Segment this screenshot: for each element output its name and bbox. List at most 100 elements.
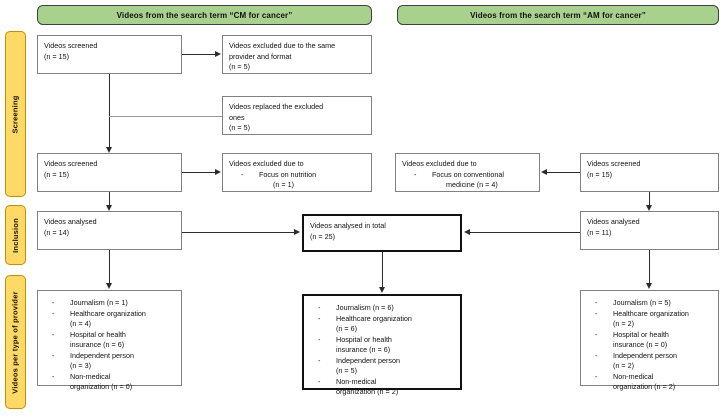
list-item: - Journalism (n = 5) <box>587 298 712 309</box>
provider-label: Non-medical <box>613 371 654 381</box>
left-excluded-nutrition-line1: Videos excluded due to <box>229 159 304 168</box>
list-item: - Journalism (n = 1) <box>44 298 175 309</box>
list-item: - Non-medical <box>587 372 712 383</box>
arrowhead-down <box>645 283 652 289</box>
connector-left-analysed-to-total <box>182 232 294 233</box>
provider-label: Journalism (n = 5) <box>613 298 671 307</box>
dash-marker: - <box>52 371 55 381</box>
dash-marker: - <box>595 308 598 318</box>
dash-marker: - <box>318 303 321 312</box>
left-replaced-line1: Videos replaced the excluded <box>229 102 324 111</box>
center-total-line2: (n = 25) <box>310 231 335 241</box>
arrowhead-down <box>378 287 385 293</box>
provider-label: Independent person <box>336 355 400 365</box>
provider-label: Healthcare organization <box>336 313 412 323</box>
connector-screened2-to-excluded-nutrition <box>182 172 215 173</box>
stage-screening-text: Screening <box>11 94 20 134</box>
connector-left-analysed-to-providers <box>109 250 110 283</box>
box-left-excluded-same-provider: Videos excluded due to the same provider… <box>222 35 372 74</box>
connector-right-analysed-to-providers <box>649 250 650 283</box>
stage-inclusion-text: Inclusion <box>11 217 20 253</box>
list-item: - Non-medical <box>44 372 175 383</box>
dash-marker: - <box>318 376 321 386</box>
provider-count: insurance (n = 6) <box>70 340 125 349</box>
left-analysed-line1: Videos analysed <box>44 217 97 226</box>
left-excluded-nutrition-item-text: Focus on nutrition <box>259 169 317 179</box>
right-screened-line1: Videos screened <box>587 159 641 168</box>
right-analysed-line1: Videos analysed <box>587 217 640 226</box>
right-analysed-line2: (n = 11) <box>587 227 612 237</box>
left-excluded-same-line1: Videos excluded due to the same <box>229 41 336 50</box>
provider-label: Journalism (n = 1) <box>70 298 128 307</box>
box-center-providers: - Journalism (n = 6) - Healthcare organi… <box>302 294 462 396</box>
left-excluded-nutrition-item: - Focus on nutrition <box>229 170 365 181</box>
left-replaced-line3: (n = 5) <box>229 123 250 132</box>
provider-count: insurance (n = 0) <box>613 340 668 349</box>
arrowhead-left <box>541 168 547 175</box>
provider-label: Hospital or health <box>613 329 669 339</box>
provider-label: Independent person <box>70 350 134 360</box>
dash-marker: - <box>318 355 321 365</box>
left-screened2-line2: (n = 15) <box>44 169 69 179</box>
dash-marker: - <box>52 298 55 307</box>
arrowhead-left <box>464 228 470 235</box>
connector-replaced-to-trunk <box>109 116 222 117</box>
banner-right-search-term: Videos from the search term “AM for canc… <box>397 5 719 25</box>
box-left-providers: - Journalism (n = 1) - Healthcare organi… <box>37 290 182 391</box>
box-left-videos-screened-1: Videos screened (n = 15) <box>37 35 182 74</box>
provider-count: organization (n = 0) <box>70 382 133 391</box>
list-item: - Independent person <box>310 356 454 367</box>
connector-screened2-to-analysed <box>109 192 110 205</box>
provider-label: Non-medical <box>70 371 111 381</box>
banner-right-label: Videos from the search term “AM for canc… <box>470 10 646 20</box>
left-screened1-line2: (n = 15) <box>44 51 69 61</box>
dash-marker: - <box>595 350 598 360</box>
dash-marker: - <box>595 371 598 381</box>
arrowhead-right <box>294 228 300 235</box>
right-screened-line2: (n = 15) <box>587 169 612 179</box>
box-right-videos-screened: Videos screened (n = 15) <box>580 153 719 192</box>
list-item: - Independent person <box>587 351 712 362</box>
arrowhead-right <box>215 50 221 57</box>
right-excluded-conv-count: medicine (n = 4) <box>446 180 498 189</box>
dash-marker: - <box>52 308 55 318</box>
dash-marker: - <box>318 313 321 323</box>
provider-count: (n = 3) <box>70 361 91 370</box>
arrowhead-down <box>105 283 112 289</box>
banner-left-search-term: Videos from the search term “CM for canc… <box>37 5 372 25</box>
box-center-total-analysed: Videos analysed in total (n = 25) <box>302 214 462 252</box>
left-screened1-line1: Videos screened <box>44 41 98 50</box>
box-left-videos-analysed: Videos analysed (n = 14) <box>37 211 182 250</box>
list-item: - Independent person <box>44 351 175 362</box>
list-item: - Hospital or health <box>44 330 175 341</box>
provider-count: organization (n = 2) <box>613 382 676 391</box>
left-excluded-same-line2: provider and format <box>229 51 292 61</box>
dash-marker: - <box>414 169 417 179</box>
connector-right-analysed-to-total <box>470 232 580 233</box>
left-replaced-line2: ones <box>229 112 245 122</box>
dash-marker: - <box>595 329 598 339</box>
stage-label-screening: Screening <box>5 31 26 197</box>
list-item: - Hospital or health <box>587 330 712 341</box>
stage-label-videos-per-provider: Videos per type of provider <box>5 275 26 409</box>
list-item: - Healthcare organization <box>310 314 454 325</box>
provider-count: (n = 5) <box>336 366 357 375</box>
connector-right-screened-to-excluded <box>547 172 580 173</box>
provider-count: (n = 6) <box>336 324 357 333</box>
provider-count: (n = 4) <box>70 319 91 328</box>
provider-count: (n = 2) <box>613 319 634 328</box>
box-left-excluded-nutrition: Videos excluded due to - Focus on nutrit… <box>222 153 372 192</box>
provider-label: Non-medical <box>336 376 377 386</box>
stage-provider-text: Videos per type of provider <box>11 290 20 394</box>
provider-label: Journalism (n = 6) <box>336 303 394 312</box>
list-item: - Healthcare organization <box>587 309 712 320</box>
box-right-excluded-conventional: Videos excluded due to - Focus on conven… <box>395 153 540 192</box>
provider-count: insurance (n = 6) <box>336 345 391 354</box>
arrowhead-down <box>105 205 112 211</box>
dash-marker: - <box>241 169 244 179</box>
arrowhead-down <box>105 147 112 153</box>
connector-screened1-to-screened2 <box>109 74 110 147</box>
dash-marker: - <box>52 329 55 339</box>
provider-label: Healthcare organization <box>613 308 689 318</box>
